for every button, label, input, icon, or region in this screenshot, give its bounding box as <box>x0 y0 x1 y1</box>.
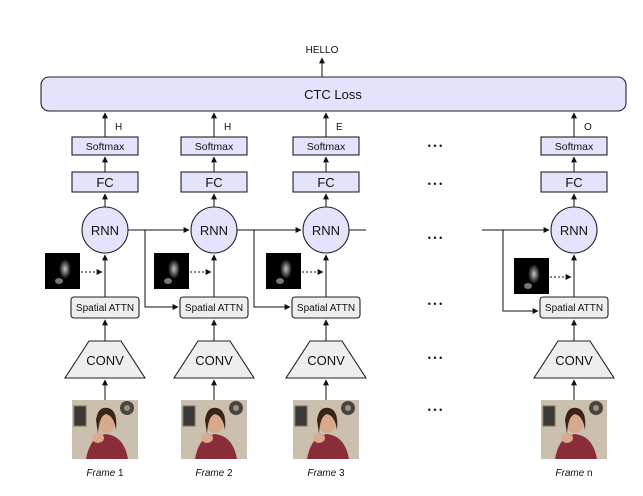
frame-caption: Frame n <box>555 468 592 479</box>
softmax-box <box>540 136 608 156</box>
frame-caption-word: Frame <box>555 468 587 479</box>
frame-image <box>72 400 138 459</box>
wall-picture <box>182 405 196 427</box>
output-char: E <box>336 122 343 133</box>
frame-caption-number: 3 <box>339 468 345 479</box>
spatial-attn-label: Spatial ATTN <box>76 303 134 314</box>
attention-map <box>266 253 301 289</box>
ellipsis-column: • • • • • • • • • • • • • • • • • • <box>428 141 442 415</box>
spatial-attn-box <box>291 296 361 319</box>
attention-glow <box>528 264 540 284</box>
spatial-attn-label: Spatial ATTN <box>297 303 355 314</box>
frame-caption-word: Frame <box>307 468 339 479</box>
conv-label: CONV <box>86 353 124 368</box>
fc-box <box>540 171 608 193</box>
ctc-loss-box <box>40 76 627 112</box>
softmax-label: Softmax <box>86 141 125 153</box>
ellipsis-attn: • • • <box>428 299 442 309</box>
rnn-label: RNN <box>560 223 588 238</box>
rnn-node <box>550 206 598 254</box>
frame-caption: Frame 3 <box>307 468 345 479</box>
spatial-attn-box <box>70 296 140 319</box>
frame-caption: Frame 1 <box>86 468 124 479</box>
output-word: HELLO <box>306 45 339 56</box>
softmax-label: Softmax <box>555 141 594 153</box>
fc-box <box>71 171 139 193</box>
attention-glow <box>164 278 172 284</box>
fc-label: FC <box>205 175 222 190</box>
attention-glow <box>59 259 71 279</box>
fc-label: FC <box>96 175 113 190</box>
frame-image <box>541 400 607 459</box>
person-hand <box>92 433 104 443</box>
fc-label: FC <box>565 175 582 190</box>
output-char: H <box>115 122 122 133</box>
rnn-label: RNN <box>312 223 340 238</box>
ellipsis-frame: • • • <box>428 405 442 415</box>
wall-picture <box>294 405 308 427</box>
spatial-attn-label: Spatial ATTN <box>545 303 603 314</box>
wall-picture <box>542 405 556 427</box>
fc-box <box>180 171 248 193</box>
attention-map <box>154 253 189 289</box>
hidden-to-attn-arrow <box>253 230 291 310</box>
fc-box <box>292 171 360 193</box>
conv-label: CONV <box>555 353 593 368</box>
spatial-attn-label: Spatial ATTN <box>185 303 243 314</box>
softmax-label: Softmax <box>195 141 234 153</box>
ellipsis-conv: • • • <box>428 353 442 363</box>
softmax-box <box>180 136 248 156</box>
wall-picture <box>73 405 87 427</box>
conv-label: CONV <box>195 353 233 368</box>
ellipsis-fc: • • • <box>428 179 442 189</box>
person-hand <box>561 433 573 443</box>
person-hair <box>565 407 586 434</box>
rnn-label: RNN <box>91 223 119 238</box>
conv-block <box>172 340 256 379</box>
attention-map <box>45 253 80 289</box>
softmax-label: Softmax <box>307 141 346 153</box>
attention-map <box>514 258 549 294</box>
frame-caption: Frame 2 <box>195 468 233 479</box>
person-hand <box>201 433 213 443</box>
softmax-box <box>71 136 139 156</box>
frame-caption-number: n <box>587 468 593 479</box>
conv-block <box>532 340 616 379</box>
conv-label: CONV <box>307 353 345 368</box>
softmax-box <box>292 136 360 156</box>
rnn-label: RNN <box>200 223 228 238</box>
attention-glow <box>280 259 292 279</box>
frame-caption-number: 2 <box>227 468 233 479</box>
ctc-loss-label: CTC Loss <box>304 87 362 102</box>
ellipsis-rnn: • • • <box>428 233 442 243</box>
frame-caption-word: Frame <box>195 468 227 479</box>
person-hair <box>317 407 338 434</box>
conv-block <box>63 340 147 379</box>
attention-glow <box>168 259 180 279</box>
frame-image <box>293 400 359 459</box>
conv-block <box>284 340 368 379</box>
ellipsis-softmax: • • • <box>428 141 442 151</box>
fc-label: FC <box>317 175 334 190</box>
spatial-attn-box <box>179 296 249 319</box>
attention-glow <box>276 278 284 284</box>
output-char: H <box>224 122 231 133</box>
person-hair <box>205 407 226 434</box>
frame-caption-number: 1 <box>118 468 124 479</box>
hidden-to-attn-arrow <box>502 230 539 314</box>
person-hand <box>313 433 325 443</box>
hidden-to-attn-arrow <box>144 230 179 310</box>
frame-image <box>181 400 247 459</box>
spatial-attn-box <box>539 296 609 319</box>
person-hair <box>96 407 117 434</box>
attention-glow <box>55 278 63 284</box>
frame-caption-word: Frame <box>86 468 118 479</box>
output-char: O <box>584 122 592 133</box>
attention-glow <box>524 283 532 289</box>
